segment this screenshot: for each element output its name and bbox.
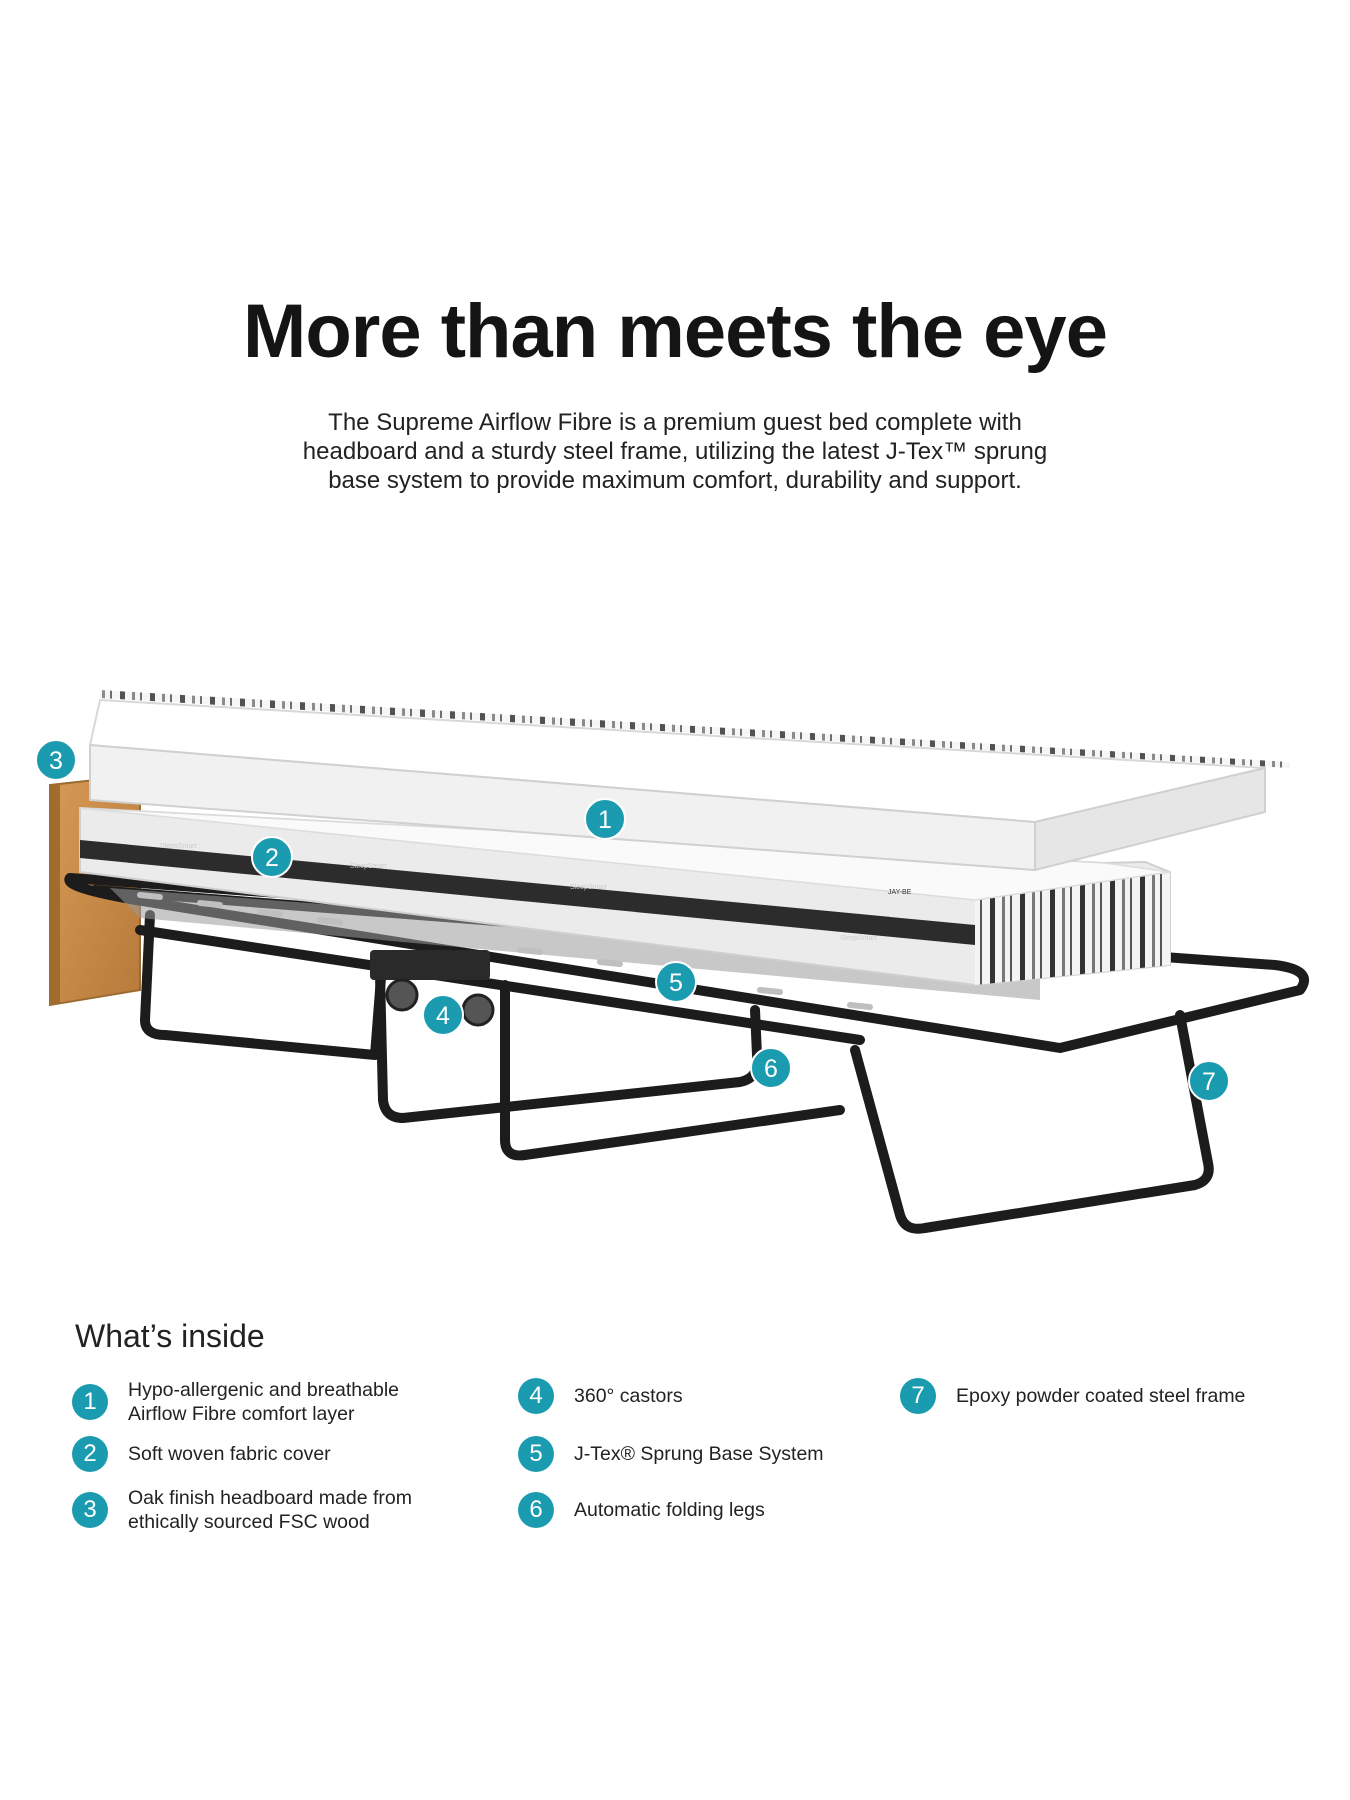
intro-line: headboard and a sturdy steel frame, util… <box>302 438 1048 465</box>
feature-number-badge: 3 <box>72 1492 108 1528</box>
intro-line: The Supreme Airflow Fibre is a premium g… <box>328 409 1022 436</box>
callout-badge-2: 2 <box>251 836 293 878</box>
callout-badge-3: 3 <box>35 739 77 781</box>
castors <box>370 950 495 1027</box>
intro-line: base system to provide maximum comfort, … <box>328 467 1022 494</box>
page-title: More than meets the eye <box>243 289 1108 374</box>
feature-description: Soft woven fabric cover <box>128 1442 331 1466</box>
mattress-brand-label: JAY-BE <box>888 889 912 896</box>
feature-description: Oak finish headboard made from ethically… <box>128 1486 412 1534</box>
callout-number: 5 <box>669 969 683 997</box>
callout-number: 3 <box>49 747 63 775</box>
feature-item-6: 6 Automatic folding legs <box>518 1492 765 1528</box>
feature-number-badge: 6 <box>518 1492 554 1528</box>
callout-badge-6: 6 <box>750 1047 792 1089</box>
feature-item-3: 3 Oak finish headboard made from ethical… <box>72 1486 412 1534</box>
feature-number-badge: 4 <box>518 1378 554 1414</box>
feature-item-1: 1 Hypo-allergenic and breathable Airflow… <box>72 1378 399 1426</box>
feature-number-badge: 2 <box>72 1436 108 1472</box>
feature-line: Hypo-allergenic and breathable <box>128 1379 400 1401</box>
feature-item-2: 2 Soft woven fabric cover <box>72 1436 331 1472</box>
intro-paragraph: The Supreme Airflow Fibre is a premium g… <box>225 408 1125 495</box>
feature-item-7: 7 Epoxy powder coated steel frame <box>900 1378 1245 1414</box>
feature-number-badge: 5 <box>518 1436 554 1472</box>
feature-description: Automatic folding legs <box>574 1498 765 1522</box>
mattress-brand-label: SleepSmart <box>350 863 387 870</box>
feature-line: Soft woven fabric cover <box>128 1443 331 1465</box>
feature-line: Airflow Fibre comfort layer <box>128 1403 355 1425</box>
feature-item-4: 4 360° castors <box>518 1378 683 1414</box>
whats-inside-heading: What’s inside <box>75 1318 265 1354</box>
callout-number: 7 <box>1202 1068 1216 1096</box>
feature-description: Hypo-allergenic and breathable Airflow F… <box>128 1378 399 1426</box>
callout-number: 2 <box>265 844 279 872</box>
feature-line: ethically sourced FSC wood <box>128 1511 370 1533</box>
feature-number-badge: 1 <box>72 1384 108 1420</box>
mattress-brand-label: SleepSmart <box>840 935 877 942</box>
feature-line: J-Tex® Sprung Base System <box>574 1443 824 1465</box>
mattress-brand-label: SleepSmart <box>160 843 197 850</box>
callout-badge-1: 1 <box>584 798 626 840</box>
feature-number-badge: 7 <box>900 1378 936 1414</box>
sprung-base <box>110 888 1040 1010</box>
mattress-brand-label: SleepSmart <box>570 884 607 891</box>
feature-description: J-Tex® Sprung Base System <box>574 1442 824 1466</box>
feature-line: 360° castors <box>574 1385 683 1407</box>
folding-bed-illustration: SleepSmart SleepSmart SleepSmart JAY-BE … <box>35 690 1310 1234</box>
feature-description: 360° castors <box>574 1384 683 1408</box>
feature-line: Automatic folding legs <box>574 1499 765 1521</box>
feature-description: Epoxy powder coated steel frame <box>956 1384 1245 1408</box>
callout-number: 6 <box>764 1055 778 1083</box>
feature-line: Epoxy powder coated steel frame <box>956 1385 1246 1407</box>
feature-item-5: 5 J-Tex® Sprung Base System <box>518 1436 824 1472</box>
feature-line: Oak finish headboard made from <box>128 1487 412 1509</box>
comfort-layer <box>88 690 1290 872</box>
callout-badge-4: 4 <box>422 994 464 1036</box>
callout-badge-5: 5 <box>655 961 697 1003</box>
callout-number: 1 <box>598 806 612 834</box>
callout-badge-7: 7 <box>1188 1060 1230 1102</box>
callout-number: 4 <box>436 1002 450 1030</box>
